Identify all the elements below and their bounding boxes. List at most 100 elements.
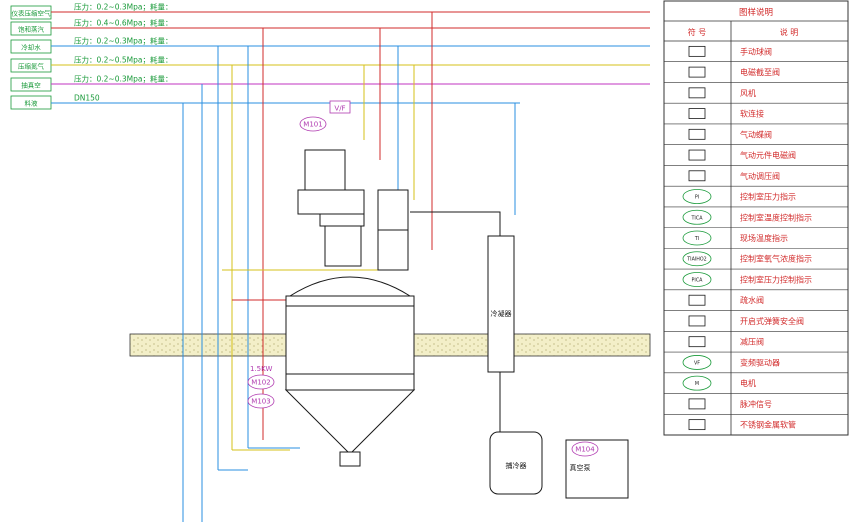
motor-m101 bbox=[304, 149, 346, 191]
pulse-signal-icon bbox=[688, 398, 706, 410]
utility-row: 仪表压缩空气 压力：0.2~0.3Mpa；耗量： bbox=[10, 2, 650, 20]
legend-tag: M bbox=[695, 381, 699, 387]
legend-row: 开启式弹簧安全阀 bbox=[664, 315, 848, 332]
cold-trap bbox=[489, 431, 543, 495]
power-rating: 1.5KW bbox=[250, 365, 272, 373]
manual-ball-valve-icon bbox=[688, 45, 706, 57]
legend-description: 开启式弹簧安全阀 bbox=[740, 316, 804, 326]
pressure-reducing-valve-icon bbox=[688, 336, 706, 348]
utility-row: 压缩氮气 压力：0.2~0.5Mpa；耗量： bbox=[10, 55, 650, 73]
legend-description: 控制室压力控制指示 bbox=[740, 274, 812, 284]
solenoid-shutoff-valve-icon bbox=[688, 66, 706, 78]
legend-description: 疏水阀 bbox=[740, 295, 764, 305]
utility-label: 抽真空 bbox=[21, 81, 41, 90]
utility-header: 仪表压缩空气 压力：0.2~0.3Mpa；耗量： 饱和蒸汽 压力：0.4~0.6… bbox=[10, 2, 650, 110]
vacuum-pump-label: 真空泵 bbox=[570, 463, 591, 472]
legend-tag: PI bbox=[695, 195, 699, 201]
utility-label: 压缩氮气 bbox=[18, 62, 45, 71]
utility-spec: 压力：0.2~0.3Mpa；耗量： bbox=[74, 2, 172, 12]
legend-description: 控制室氧气浓度指示 bbox=[740, 254, 812, 264]
legend-tag: VF bbox=[694, 360, 700, 366]
legend-description: 减压阀 bbox=[740, 337, 764, 347]
utility-spec: 压力：0.2~0.3Mpa；耗量： bbox=[74, 74, 172, 84]
legend-description: 软连接 bbox=[740, 109, 764, 119]
condenser-unit bbox=[410, 211, 629, 499]
utility-row: 冷却水 压力：0.2~0.3Mpa；耗量： bbox=[10, 36, 650, 54]
motor-tag bbox=[247, 374, 275, 390]
legend-row: 手动球阀 bbox=[664, 45, 848, 63]
legend-tag: TICA bbox=[691, 215, 704, 221]
legend-row: 减压阀 bbox=[664, 336, 848, 353]
legend-row: 气动蝶阀 bbox=[664, 128, 848, 145]
tica-instrument-icon: TICA bbox=[682, 209, 712, 225]
legend-row: 气动元件电磁阀 bbox=[664, 149, 848, 166]
utility-row: 饱和蒸汽 压力：0.4~0.6Mpa；耗量： bbox=[10, 18, 650, 36]
legend-row: TIAIHO2 控制室氧气浓度指示 bbox=[664, 251, 848, 270]
legend-description: 现场温度指示 bbox=[740, 233, 788, 243]
utility-spec: 压力：0.2~0.3Mpa；耗量： bbox=[74, 36, 172, 46]
vf-tag bbox=[329, 100, 351, 114]
vfd-icon: VF bbox=[682, 355, 712, 370]
motor-tag-label: M103 bbox=[251, 398, 270, 406]
legend-title: 图样说明 bbox=[739, 7, 773, 18]
pneumatic-pressure-regulator-icon bbox=[688, 170, 706, 182]
ti-instrument-icon: TI bbox=[682, 230, 712, 246]
legend-header-desc: 说 明 bbox=[780, 27, 799, 37]
motor-tag-label: M101 bbox=[303, 121, 322, 129]
steam-trap-icon bbox=[688, 294, 706, 306]
fan-icon bbox=[688, 87, 706, 99]
legend-row: 疏水阀 bbox=[664, 294, 848, 311]
utility-row: 料液 DN150 bbox=[10, 94, 520, 110]
pi-instrument-icon: PI bbox=[682, 189, 712, 204]
pipe-network bbox=[182, 12, 516, 522]
legend-row: TI 现场温度指示 bbox=[664, 230, 848, 249]
legend-header-symbol: 符 号 bbox=[688, 27, 707, 37]
utility-spec: 压力：0.2~0.5Mpa；耗量： bbox=[74, 55, 172, 65]
legend-row: 软连接 bbox=[664, 108, 848, 125]
motor-tag bbox=[299, 116, 327, 132]
utility-label: 仪表压缩空气 bbox=[12, 9, 52, 18]
legend-row: PICA 控制室压力控制指示 bbox=[664, 272, 848, 291]
legend-row: 风机 bbox=[664, 87, 848, 104]
cold-trap-label: 捕冷器 bbox=[506, 461, 527, 470]
metal-hose-icon bbox=[688, 419, 706, 431]
utility-label: 料液 bbox=[25, 99, 39, 108]
condenser bbox=[487, 235, 515, 373]
flexible-connection-icon bbox=[688, 108, 706, 119]
legend-tag: PICA bbox=[692, 277, 704, 283]
vf-label: V/F bbox=[334, 105, 345, 113]
legend-description: 气动调压阀 bbox=[740, 171, 780, 181]
legend-description: 不锈钢金属软管 bbox=[740, 420, 796, 430]
safety-valve-icon bbox=[688, 315, 706, 327]
legend-description: 电机 bbox=[740, 378, 756, 388]
reactor-vessel bbox=[284, 149, 416, 467]
legend-row: 不锈钢金属软管 bbox=[664, 419, 848, 436]
legend-description: 电磁截至阀 bbox=[740, 67, 780, 77]
pneumatic-solenoid-icon bbox=[688, 149, 706, 161]
motor-tag bbox=[247, 393, 275, 409]
legend-tag: TI bbox=[694, 236, 699, 242]
pneumatic-butterfly-valve-icon bbox=[688, 128, 706, 140]
pica-instrument-icon: PICA bbox=[682, 272, 712, 287]
legend-description: 脉冲信号 bbox=[740, 399, 772, 409]
motor-tag-label: M104 bbox=[575, 446, 595, 454]
legend-row: TICA 控制室温度控制指示 bbox=[664, 209, 848, 228]
legend-description: 风机 bbox=[740, 88, 756, 98]
legend-table: 图样说明 符 号 说 明 手动球阀电磁截至阀风机软连接气动蝶阀气动元件电磁阀气动… bbox=[663, 0, 849, 436]
motor-tag-label: M102 bbox=[251, 379, 270, 387]
utility-label: 饱和蒸汽 bbox=[18, 25, 45, 34]
legend-row: M 电机 bbox=[664, 375, 848, 394]
legend-description: 手动球阀 bbox=[740, 46, 772, 56]
utility-spec: 压力：0.4~0.6Mpa；耗量： bbox=[74, 18, 172, 28]
legend-row: 电磁截至阀 bbox=[664, 66, 848, 83]
legend-row: 脉冲信号 bbox=[664, 398, 848, 415]
utility-label: 冷却水 bbox=[21, 43, 41, 52]
legend-description: 气动元件电磁阀 bbox=[740, 150, 796, 160]
legend-description: 气动蝶阀 bbox=[740, 129, 772, 139]
o2-instrument-icon: TIAIHO2 bbox=[682, 251, 712, 267]
legend-description: 控制室温度控制指示 bbox=[740, 212, 812, 222]
